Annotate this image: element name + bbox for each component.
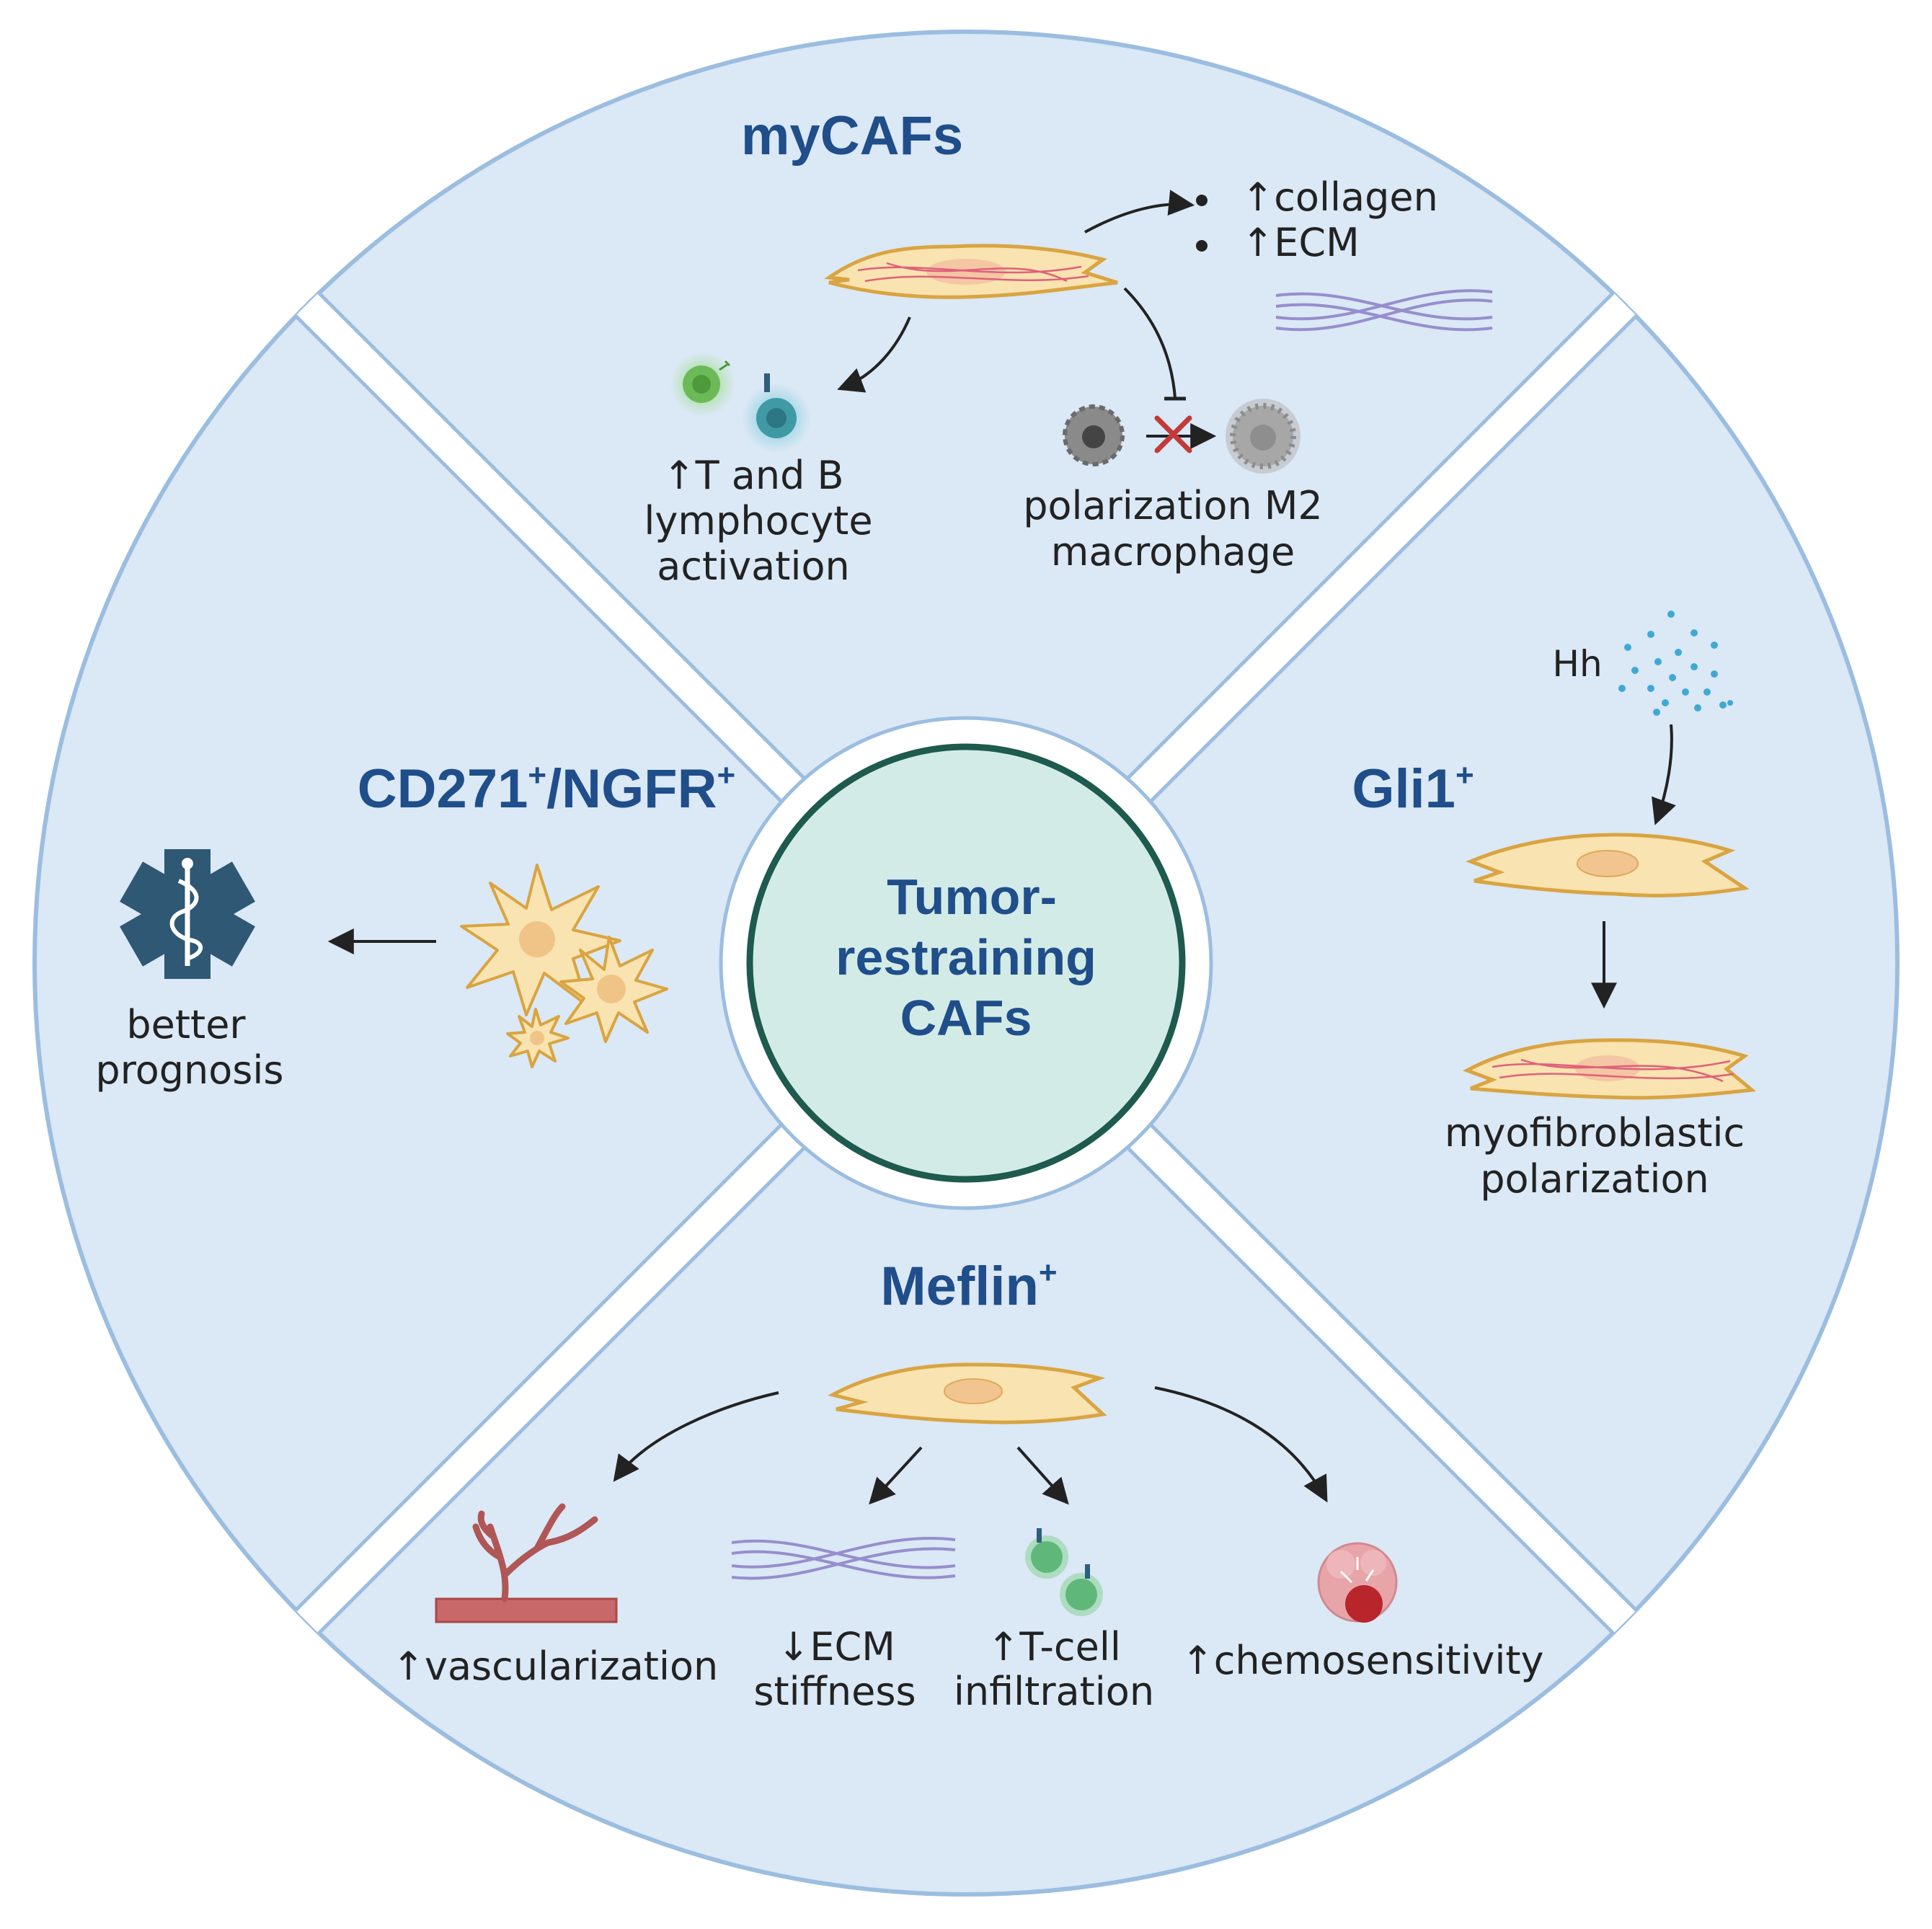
center-label-line1: Tumor- [887,869,1057,925]
myofibro-label-line1: myofibroblastic [1445,1110,1745,1156]
fibroblast-cell-bottom [828,1362,1107,1424]
fibroblast-cell-right [1466,833,1750,897]
arrow-to-chemo [1154,1386,1328,1503]
ecm-label-line2: stiffness [753,1669,916,1714]
center-label-line2: restraining [836,929,1096,985]
arrow-hh-to-cell [1652,724,1676,825]
ecm-fibers-top [1275,289,1493,332]
myofibroblast-cell-right [1462,1038,1757,1100]
blocked-cross-icon [1154,415,1192,453]
blood-vessel-icon [435,1503,618,1623]
myofibro-label-line2: polarization [1480,1156,1709,1202]
left-title: CD271+/NGFR+ [358,758,735,820]
tumor-icon [1317,1542,1398,1623]
bullet-ecm: ↑ECM [1241,220,1360,265]
tcell-label-line2: infiltration [954,1669,1154,1714]
bottom-title: Meflin+ [880,1255,1057,1317]
top-title: myCAFs [741,105,963,167]
arrow-to-collagen [1084,190,1195,234]
prognosis-line1: better [126,1002,246,1047]
lymph-label-line2: lymphocyte [644,498,872,544]
prognosis-line2: prognosis [95,1047,283,1093]
lymph-label-line1: ↑T and B [663,453,843,498]
hh-signal-label: Hh [1552,643,1602,685]
center-circle [746,743,1186,1183]
bullet-dot-1 [1196,195,1208,206]
macro-label-line1: polarization M2 [1023,483,1323,528]
macrophage-m1-icon [1063,404,1125,466]
ecm-label-line1: ↓ECM [777,1624,895,1669]
arrow-to-tcell [1016,1446,1069,1505]
stellate-nuclei [519,921,626,1045]
caduceus-icon [120,849,255,979]
arrow-to-vascularization [613,1391,779,1482]
macrophage-m2-icon [1226,399,1300,474]
ecm-fibers-bottom [731,1536,956,1580]
vasc-label: ↑vascularization [392,1644,719,1689]
myofibroblast-cell-top [824,244,1118,299]
lymphocyte-icon [670,352,811,453]
bullet-collagen: ↑collagen [1241,174,1438,220]
inhibition-line [1123,287,1177,399]
arrow-to-ecm [869,1446,923,1505]
tcell-label-line1: ↑T-cell [987,1624,1121,1669]
t-cells-icon [1025,1528,1103,1616]
hh-particles [1618,611,1733,716]
macro-label-line2: macrophage [1051,529,1295,575]
lymph-label-line3: activation [657,544,849,589]
chemo-label: ↑chemosensitivity [1181,1638,1543,1683]
arrow-to-lymphocytes [837,316,911,393]
center-label-line3: CAFs [900,990,1032,1046]
right-title: Gli1+ [1352,758,1474,820]
bullet-dot-2 [1196,240,1208,252]
